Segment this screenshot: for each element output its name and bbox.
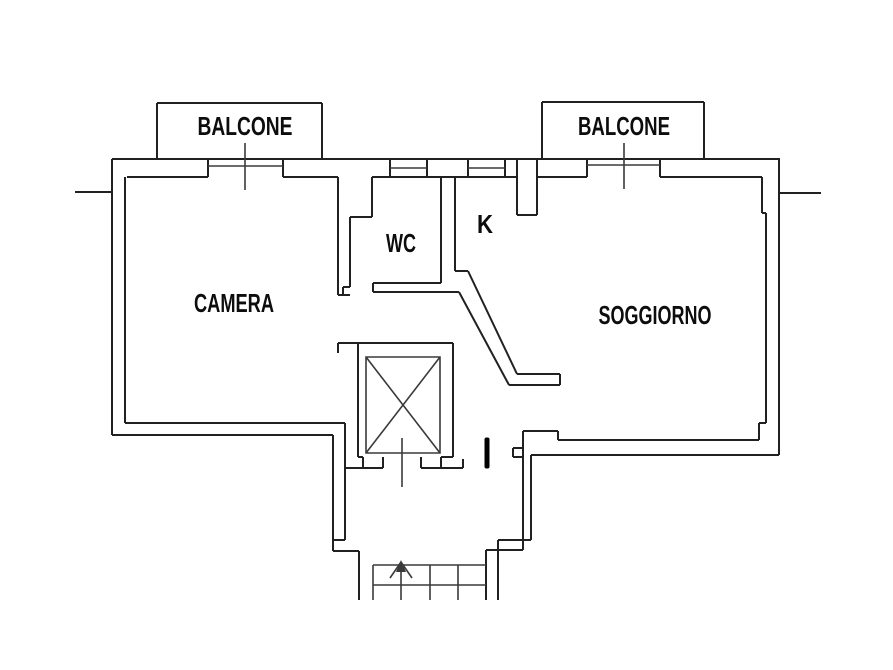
entrance-door-leaf bbox=[484, 437, 490, 469]
room-label-wc: WC bbox=[386, 228, 416, 258]
room-label-kitchen: K bbox=[477, 209, 493, 239]
room-label-balcone-right: BALCONE bbox=[578, 111, 670, 141]
balcony-door-left-symbol bbox=[208, 143, 283, 190]
room-label-soggiorno: SOGGIORNO bbox=[599, 300, 712, 330]
stairs-direction-arrow bbox=[389, 560, 413, 600]
walls bbox=[75, 101, 821, 600]
room-label-camera: CAMERA bbox=[194, 288, 274, 318]
stairs-symbol bbox=[372, 560, 486, 600]
room-label-balcone-left: BALCONE bbox=[198, 111, 293, 141]
balcony-door-right-symbol bbox=[587, 143, 660, 189]
elevator-x-symbol bbox=[365, 356, 441, 454]
